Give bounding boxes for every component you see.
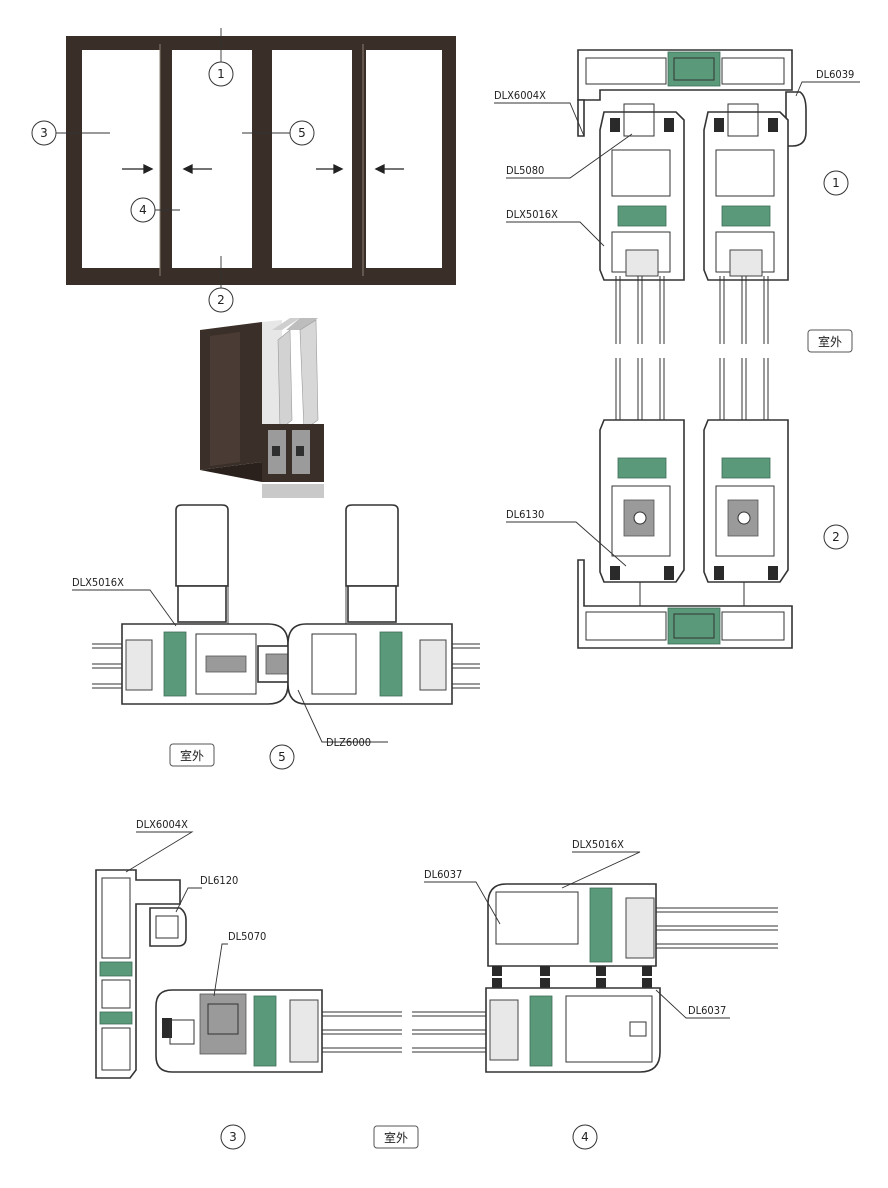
label-interlock: DL5080	[506, 164, 544, 177]
callout-1: 1	[208, 61, 234, 87]
svg-text:3: 3	[229, 1130, 237, 1144]
svg-text:3: 3	[40, 126, 48, 140]
outside-tag-middle: 室外	[169, 743, 215, 767]
callout-v1: 1	[823, 170, 849, 196]
label-cover: DL6039	[816, 68, 854, 81]
outside-tag-right: 室外	[807, 329, 853, 353]
pane-4	[366, 50, 442, 268]
slide-arrows	[122, 163, 404, 175]
label-lock: DL5070	[228, 930, 266, 943]
handle-right	[345, 504, 399, 587]
callout-m5: 5	[269, 744, 295, 770]
vertical-section: DLX6004X DL6039 DL5080 DLX5016X DL6130 1…	[494, 49, 860, 649]
label-lower-sash: DLX5016X	[572, 838, 624, 851]
label-sash: DLX5016X	[506, 208, 558, 221]
meeting-stile-section: DLX5016X DLZ6000 室外 5	[72, 504, 480, 770]
right-sash-meeting	[287, 623, 453, 705]
callout-3: 3	[31, 120, 57, 146]
callout-b3: 3	[220, 1124, 246, 1150]
label-meeting-interlock: DLZ6000	[326, 736, 371, 749]
callout-v2: 2	[823, 524, 849, 550]
svg-text:室外: 室外	[818, 334, 842, 349]
lower-sash-profile	[485, 987, 661, 1073]
svg-text:4: 4	[139, 203, 147, 217]
window-elevation: 1 2 3 4 5	[31, 28, 456, 313]
interlock-section: DL6037 DLX5016X DL6037 4	[412, 838, 778, 1150]
label-top-frame: DLX6004X	[494, 89, 546, 102]
side-jamb-section: DLX6004X DL6120 DL5070 3	[95, 818, 402, 1150]
label-cover-top: DL6037	[424, 868, 462, 881]
pane-3	[272, 50, 352, 268]
svg-text:5: 5	[278, 750, 286, 764]
handle-left	[175, 504, 229, 587]
cover-profile	[785, 91, 807, 147]
svg-text:5: 5	[298, 126, 306, 140]
label-cover-bottom: DL6037	[688, 1004, 726, 1017]
profile-corner-photo	[200, 318, 324, 498]
pane-2	[172, 50, 252, 268]
svg-text:1: 1	[832, 176, 840, 190]
label-meeting-sash: DLX5016X	[72, 576, 124, 589]
svg-text:室外: 室外	[180, 748, 204, 763]
callout-b4: 4	[572, 1124, 598, 1150]
jamb-frame-profile	[95, 869, 181, 1079]
adaptor-profile	[149, 907, 187, 947]
bottom-frame-profile	[577, 559, 793, 649]
svg-text:4: 4	[581, 1130, 589, 1144]
svg-text:2: 2	[832, 530, 840, 544]
label-adaptor: DL6120	[200, 874, 238, 887]
outside-tag-bottom: 室外	[373, 1125, 419, 1149]
pane-1	[82, 50, 160, 268]
callout-5: 5	[289, 120, 315, 146]
callout-4: 4	[130, 197, 156, 223]
label-roller: DL6130	[506, 508, 544, 521]
svg-text:2: 2	[217, 293, 225, 307]
callout-2: 2	[208, 287, 234, 313]
svg-text:室外: 室外	[384, 1130, 408, 1145]
label-jamb-frame: DLX6004X	[136, 818, 188, 831]
svg-text:1: 1	[217, 67, 225, 81]
